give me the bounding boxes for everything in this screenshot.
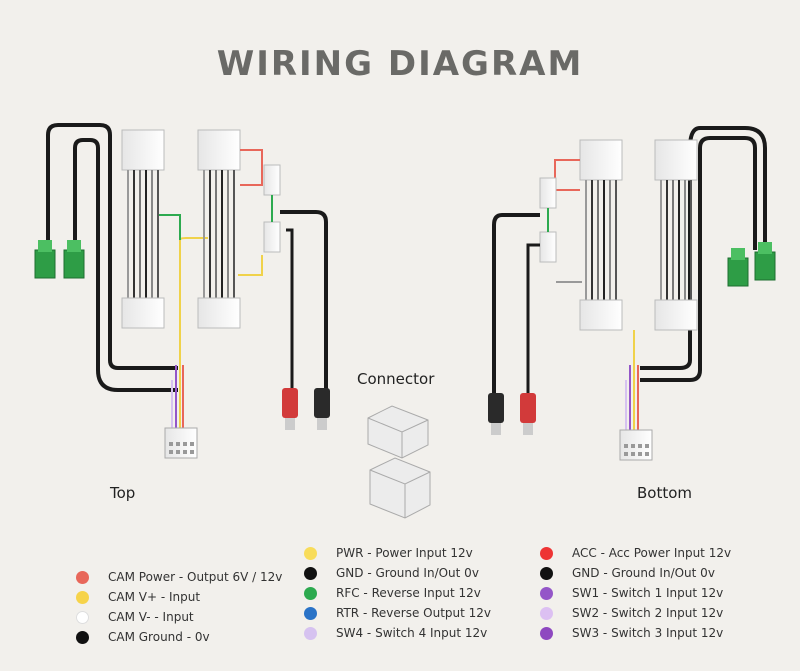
color-swatch-icon [540, 607, 553, 620]
legend-text: SW1 - Switch 1 Input 12v [572, 586, 724, 600]
color-swatch-icon [540, 587, 553, 600]
color-swatch-icon [304, 567, 317, 580]
legend-text: RTR - Reverse Output 12v [336, 606, 492, 620]
legend-text: CAM Ground - 0v [108, 630, 210, 644]
legend-text: SW4 - Switch 4 Input 12v [336, 626, 488, 640]
color-swatch-icon [540, 567, 553, 580]
top-harness [34, 123, 330, 459]
legend-text: CAM V- - Input [108, 610, 194, 624]
color-swatch-icon [76, 571, 89, 584]
color-swatch-icon [540, 627, 553, 640]
legend-text: ACC - Acc Power Input 12v [572, 546, 732, 560]
legend-text: GND - Ground In/Out 0v [572, 566, 715, 580]
legend-text: CAM V+ - Input [108, 590, 201, 604]
top-label: Top [110, 484, 136, 502]
color-swatch-icon [304, 587, 317, 600]
color-swatch-icon [76, 591, 89, 604]
legend-text: CAM Power - Output 6V / 12v [108, 570, 283, 584]
color-swatch-icon [76, 631, 89, 644]
color-swatch-icon [304, 547, 317, 560]
legend-text: RFC - Reverse Input 12v [336, 586, 481, 600]
connector-label: Connector [357, 370, 435, 388]
legend-text: SW2 - Switch 2 Input 12v [572, 606, 724, 620]
bottom-harness [488, 126, 776, 461]
legend-text: GND - Ground In/Out 0v [336, 566, 479, 580]
color-swatch-icon [76, 611, 89, 624]
legend-text: SW3 - Switch 3 Input 12v [572, 626, 724, 640]
diagram-title: WIRING DIAGRAM [216, 44, 584, 84]
color-swatch-icon [540, 547, 553, 560]
connector-icons [367, 405, 431, 519]
bottom-label: Bottom [637, 484, 693, 502]
color-swatch-icon [304, 627, 317, 640]
color-swatch-icon [304, 607, 317, 620]
legend-text: PWR - Power Input 12v [336, 546, 473, 560]
